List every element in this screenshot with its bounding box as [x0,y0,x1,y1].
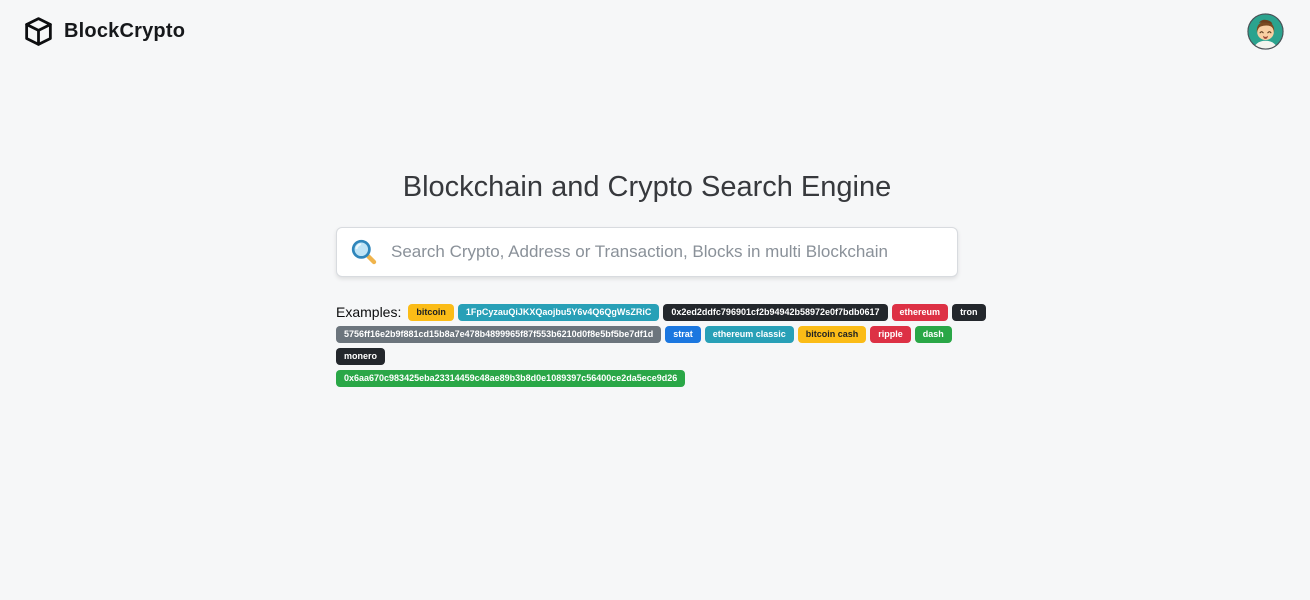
search-box [336,226,958,277]
avatar[interactable] [1247,12,1284,50]
example-badge[interactable]: 1FpCyzauQiJKXQaojbu5Y6v4Q6QgWsZRiC [457,303,660,321]
example-badge[interactable]: tron [952,303,986,321]
example-badge[interactable]: strat [665,325,701,343]
examples-label: Examples: [336,304,402,321]
cube-logo-icon [22,15,55,48]
brand-title: BlockCrypto [64,19,186,42]
example-badge[interactable]: 0x2ed2ddfc796901cf2b94942b58972e0f7bdb06… [663,303,888,321]
examples-row: 0x6aa670c983425eba23314459c48ae89b3b8d0e… [336,369,1016,387]
example-badge[interactable]: 5756ff16e2b9f881cd15b8a7e478b4899965f87f… [336,325,662,343]
main-content: Blockchain and Crypto Search Engine Exam… [336,170,986,387]
example-badge[interactable]: ripple [870,325,911,343]
top-bar: BlockCrypto [0,0,1310,62]
search-input[interactable] [389,240,944,263]
examples-row: 5756ff16e2b9f881cd15b8a7e478b4899965f87f… [336,325,1016,343]
example-badge[interactable]: bitcoin cash [797,325,867,343]
example-badge[interactable]: 0x6aa670c983425eba23314459c48ae89b3b8d0e… [336,369,686,387]
examples-row: monero [336,347,1016,365]
example-badge[interactable]: ethereum [891,303,949,321]
page-title: Blockchain and Crypto Search Engine [402,171,892,203]
example-badge[interactable]: dash [914,325,952,343]
search-icon [350,238,378,266]
brand[interactable]: BlockCrypto [22,15,185,48]
boy-avatar-illustration [1253,19,1278,49]
example-badge[interactable]: monero [336,347,386,365]
example-badge[interactable]: ethereum classic [704,325,794,343]
example-badge[interactable]: bitcoin [408,303,454,321]
